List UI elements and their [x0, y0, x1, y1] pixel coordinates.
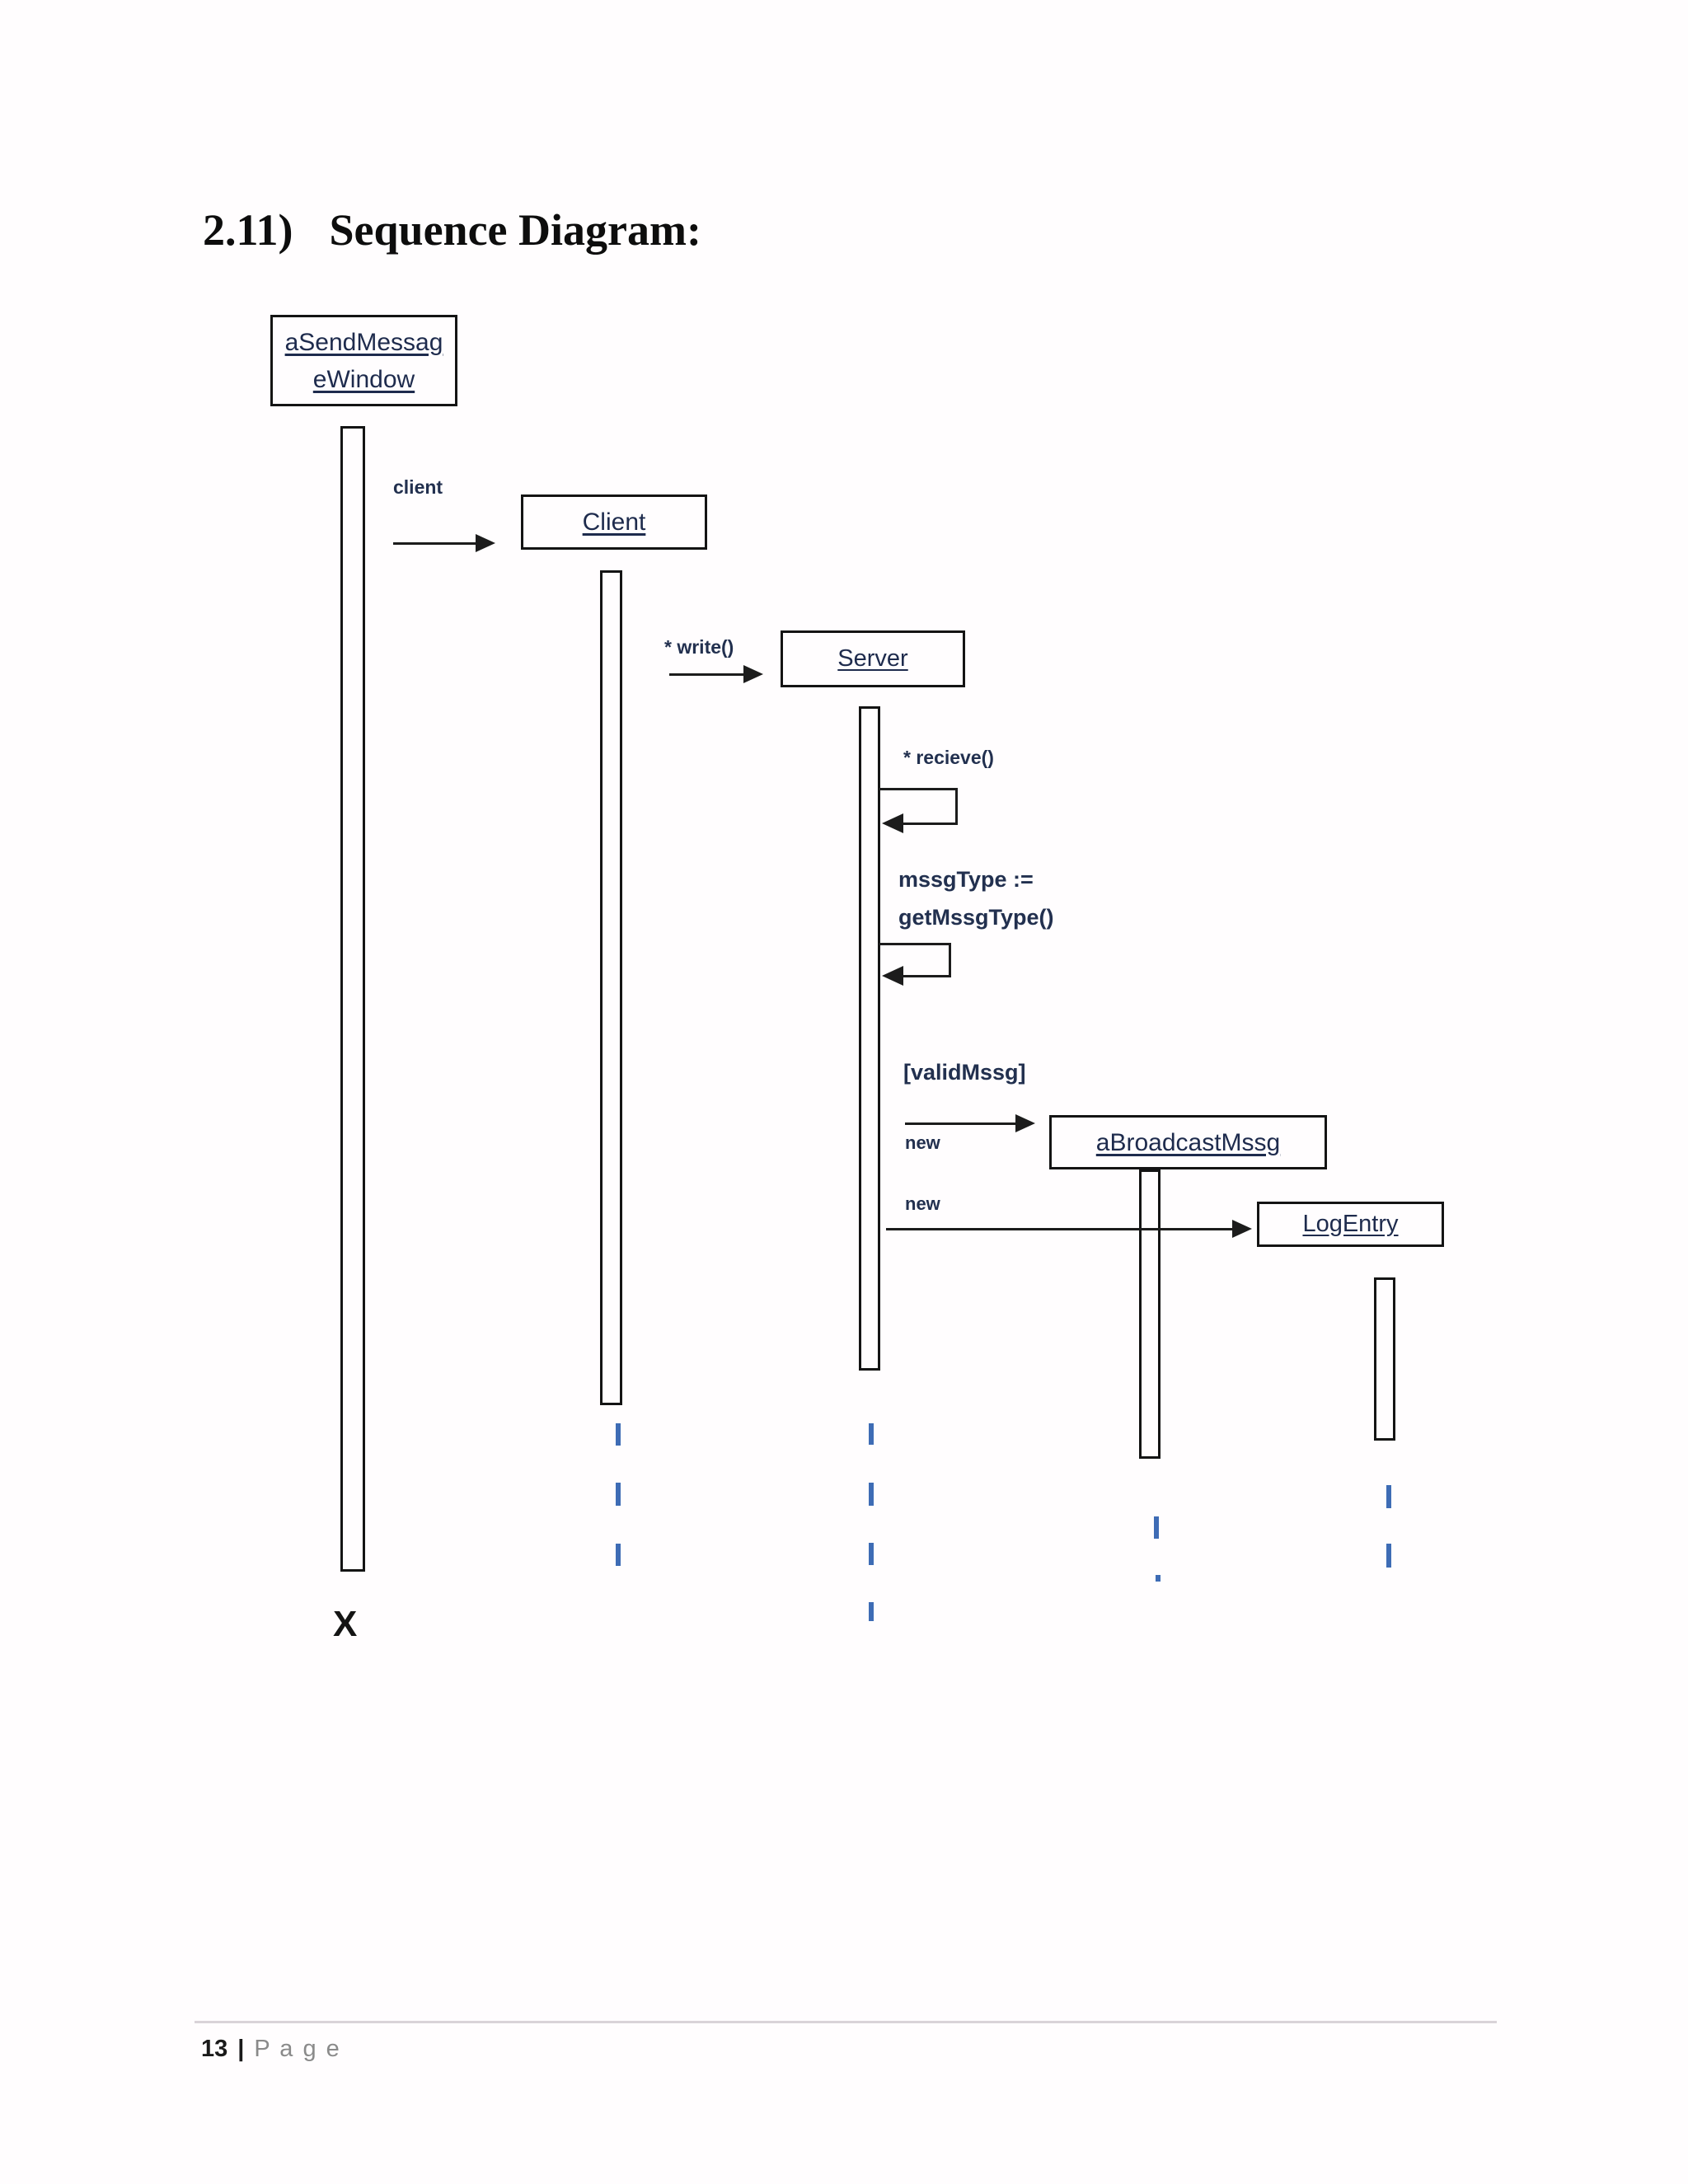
new-logentry-arrow-arrowhead-icon — [1232, 1220, 1252, 1238]
message-label: * write() — [664, 636, 734, 658]
object-label: LogEntry — [1302, 1210, 1399, 1237]
object-label: eWindow — [312, 365, 415, 393]
message-label: new — [905, 1193, 940, 1214]
object-label: Server — [837, 644, 908, 672]
lifeline-dash — [869, 1423, 874, 1445]
lifeline-dash — [616, 1423, 621, 1446]
activation-log-entry-bar — [1374, 1277, 1395, 1441]
client-create-arrow-arrowhead-icon — [476, 534, 495, 552]
getmssgtype-selfcall-return-line — [903, 975, 951, 977]
object-box-server: Server — [781, 630, 965, 687]
recieve-selfcall-right-line — [955, 788, 958, 825]
write-arrow-arrowhead-icon — [743, 665, 763, 683]
message-label: * recieve() — [903, 747, 994, 768]
lifeline-dash — [1156, 1575, 1160, 1582]
lifeline-dash — [1154, 1516, 1159, 1539]
message-label: mssgType := — [898, 867, 1034, 892]
new-logentry-arrow-line — [886, 1228, 1232, 1230]
section-number: 2.11) — [203, 205, 293, 255]
footer-divider-line — [195, 2021, 1497, 2023]
section-title: Sequence Diagram: — [329, 205, 701, 255]
footer-pipe: | — [237, 2036, 245, 2062]
lifeline-dash — [616, 1544, 621, 1566]
write-arrow-line — [669, 673, 743, 676]
object-box-a-broadcast-mssg: aBroadcastMssg — [1049, 1115, 1327, 1169]
lifeline-dash — [1386, 1544, 1391, 1568]
new-broadcast-arrow-line — [905, 1122, 1015, 1125]
lifeline-dash — [869, 1602, 874, 1621]
message-label: getMssgType() — [898, 905, 1054, 930]
activation-server-bar — [859, 706, 880, 1371]
page-footer: 13 | P a g e — [201, 2036, 341, 2063]
object-label: aBroadcastMssg — [1095, 1128, 1281, 1156]
object-box-client: Client — [521, 494, 707, 550]
destruction-x-mark: X — [333, 1604, 358, 1644]
recieve-selfcall-top-line — [879, 788, 958, 790]
activation-a-broadcast-mssg-bar — [1139, 1169, 1160, 1459]
object-label: aSendMessag — [284, 328, 443, 356]
recieve-selfcall-return-line — [903, 823, 958, 825]
message-label: [validMssg] — [903, 1060, 1026, 1085]
message-label: client — [393, 476, 443, 498]
page-title: 2.11) Sequence Diagram: — [203, 204, 701, 255]
lifeline-dash — [1386, 1485, 1391, 1508]
activation-a-send-message-window-bar — [340, 426, 365, 1572]
footer-page-label: P a g e — [254, 2036, 341, 2062]
client-create-arrow-line — [393, 542, 476, 545]
getmssgtype-selfcall-top-line — [879, 943, 951, 945]
activation-client-bar — [600, 570, 622, 1405]
object-box-log-entry: LogEntry — [1257, 1202, 1444, 1247]
lifeline-dash — [616, 1483, 621, 1506]
object-box-a-send-message-window: aSendMessag eWindow — [270, 315, 457, 406]
getmssgtype-selfcall-arrowhead-icon — [882, 966, 903, 986]
lifeline-dash — [869, 1543, 874, 1565]
object-label: Client — [582, 509, 646, 536]
recieve-selfcall-arrowhead-icon — [882, 813, 903, 833]
new-broadcast-arrow-arrowhead-icon — [1015, 1114, 1035, 1132]
message-label: new — [905, 1132, 940, 1153]
footer-page-number: 13 — [201, 2036, 228, 2062]
lifeline-dash — [869, 1483, 874, 1506]
getmssgtype-selfcall-right-line — [949, 943, 951, 977]
